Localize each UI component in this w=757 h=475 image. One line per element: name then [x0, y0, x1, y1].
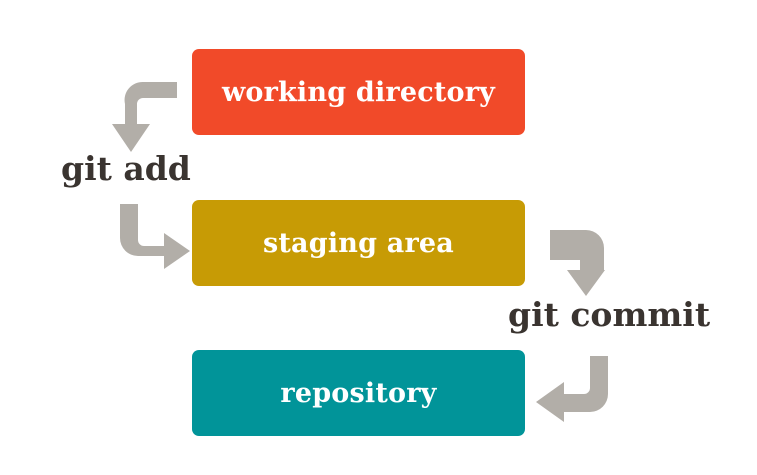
node-staging-area: staging area	[192, 200, 525, 286]
node-staging-area-label: staging area	[262, 227, 454, 259]
command-label-git-add: git add	[61, 149, 191, 188]
arrow-down-elbow-icon	[550, 230, 605, 296]
arrow-left-elbow-icon	[536, 356, 608, 422]
node-working-directory: working directory	[192, 49, 525, 135]
node-working-directory-label: working directory	[221, 76, 496, 108]
command-label-git-commit: git commit	[508, 295, 711, 334]
node-repository: repository	[192, 350, 525, 436]
node-repository-label: repository	[280, 377, 437, 409]
arrow-right-elbow-icon	[120, 204, 190, 269]
arrow-down-elbow-icon	[112, 81, 177, 152]
